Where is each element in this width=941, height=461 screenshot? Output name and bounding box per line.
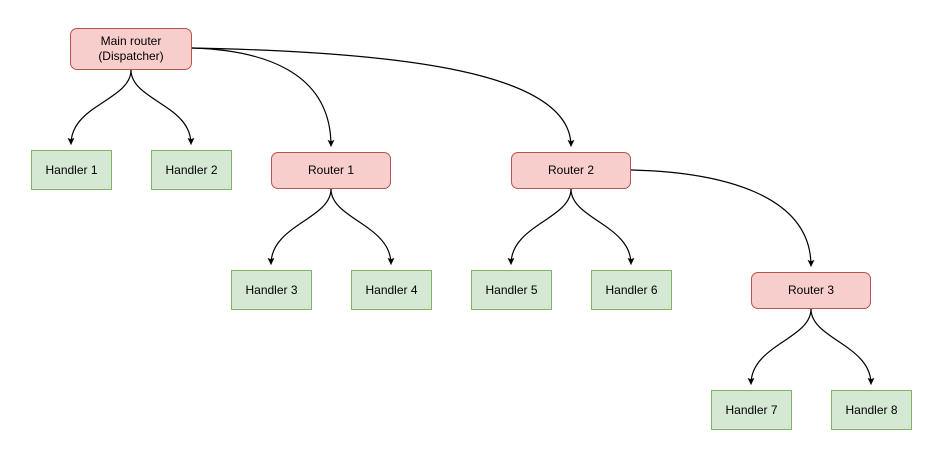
node-label-handler-2: Handler 2: [165, 162, 218, 177]
node-handler-3[interactable]: Handler 3: [231, 270, 312, 310]
edge-router-2-to-handler-6: [570, 188, 635, 265]
node-main-router[interactable]: Main router (Dispatcher): [70, 28, 192, 70]
node-label-handler-1: Handler 1: [45, 162, 98, 177]
edge-router-3-to-handler-7: [747, 308, 812, 385]
edge-main-router-to-handler-2: [130, 69, 195, 145]
node-router-1[interactable]: Router 1: [271, 152, 391, 189]
node-label-handler-5: Handler 5: [485, 282, 538, 297]
edge-router-2-to-router-3: [630, 169, 815, 267]
edge-router-2-to-handler-5: [507, 188, 572, 265]
node-label-router-2: Router 2: [547, 163, 595, 177]
node-handler-2[interactable]: Handler 2: [151, 150, 232, 190]
node-label-handler-6: Handler 6: [605, 282, 658, 297]
node-handler-5[interactable]: Handler 5: [471, 270, 552, 310]
node-label-handler-3: Handler 3: [245, 282, 298, 297]
edge-router-3-to-handler-8: [810, 308, 875, 385]
node-label-handler-4: Handler 4: [365, 282, 418, 297]
edge-group: [67, 47, 875, 385]
edge-router-1-to-handler-3: [267, 188, 332, 265]
edge-main-router-to-router-1: [191, 47, 335, 147]
edge-main-router-to-handler-1: [67, 69, 132, 145]
node-handler-4[interactable]: Handler 4: [351, 270, 432, 310]
node-handler-8[interactable]: Handler 8: [831, 390, 912, 430]
node-label-router-3: Router 3: [787, 283, 835, 297]
node-label-handler-8: Handler 8: [845, 402, 898, 417]
node-label-handler-7: Handler 7: [725, 402, 778, 417]
node-router-2[interactable]: Router 2: [511, 152, 631, 189]
node-label-router-1: Router 1: [307, 163, 355, 177]
node-handler-6[interactable]: Handler 6: [591, 270, 672, 310]
node-handler-1[interactable]: Handler 1: [31, 150, 112, 190]
edge-router-1-to-handler-4: [330, 188, 395, 265]
node-handler-7[interactable]: Handler 7: [711, 390, 792, 430]
node-label-main-router: Main router (Dispatcher): [98, 34, 164, 63]
node-router-3[interactable]: Router 3: [751, 272, 871, 309]
edge-main-router-to-router-2: [191, 47, 575, 147]
